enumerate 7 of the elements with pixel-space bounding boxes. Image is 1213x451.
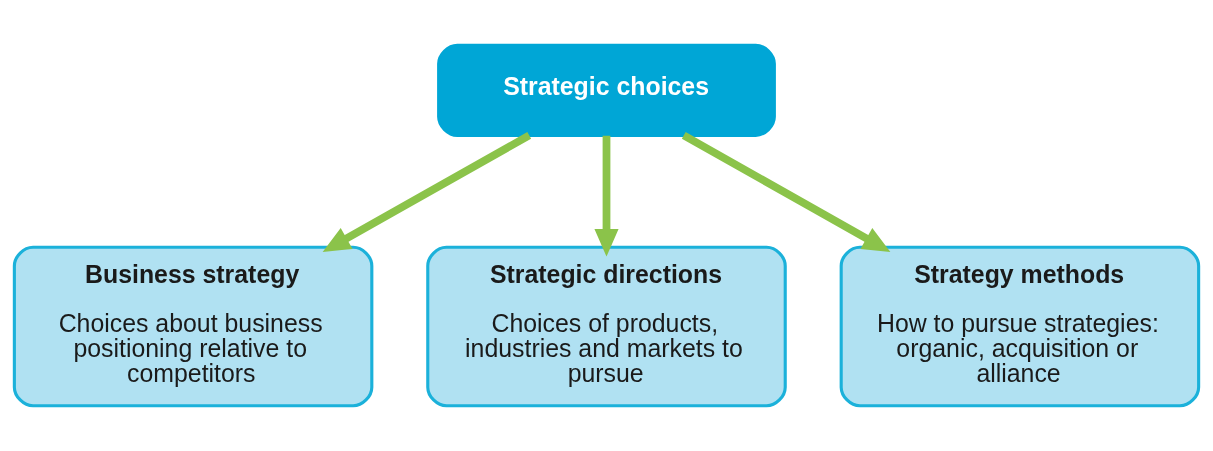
- node-box: Strategic directions Choices of products, industries and markets to pursue: [426, 245, 787, 408]
- arrow: [322, 132, 532, 252]
- node-box: Business strategy Choices about business positioning relative to competitors: [12, 245, 374, 408]
- arrow: [594, 135, 619, 257]
- node-box: Strategic choices: [437, 43, 776, 137]
- arrow: [681, 132, 891, 252]
- node-box: Strategy methods How to pursue strategies: organic, acquisition or alliance: [839, 245, 1201, 408]
